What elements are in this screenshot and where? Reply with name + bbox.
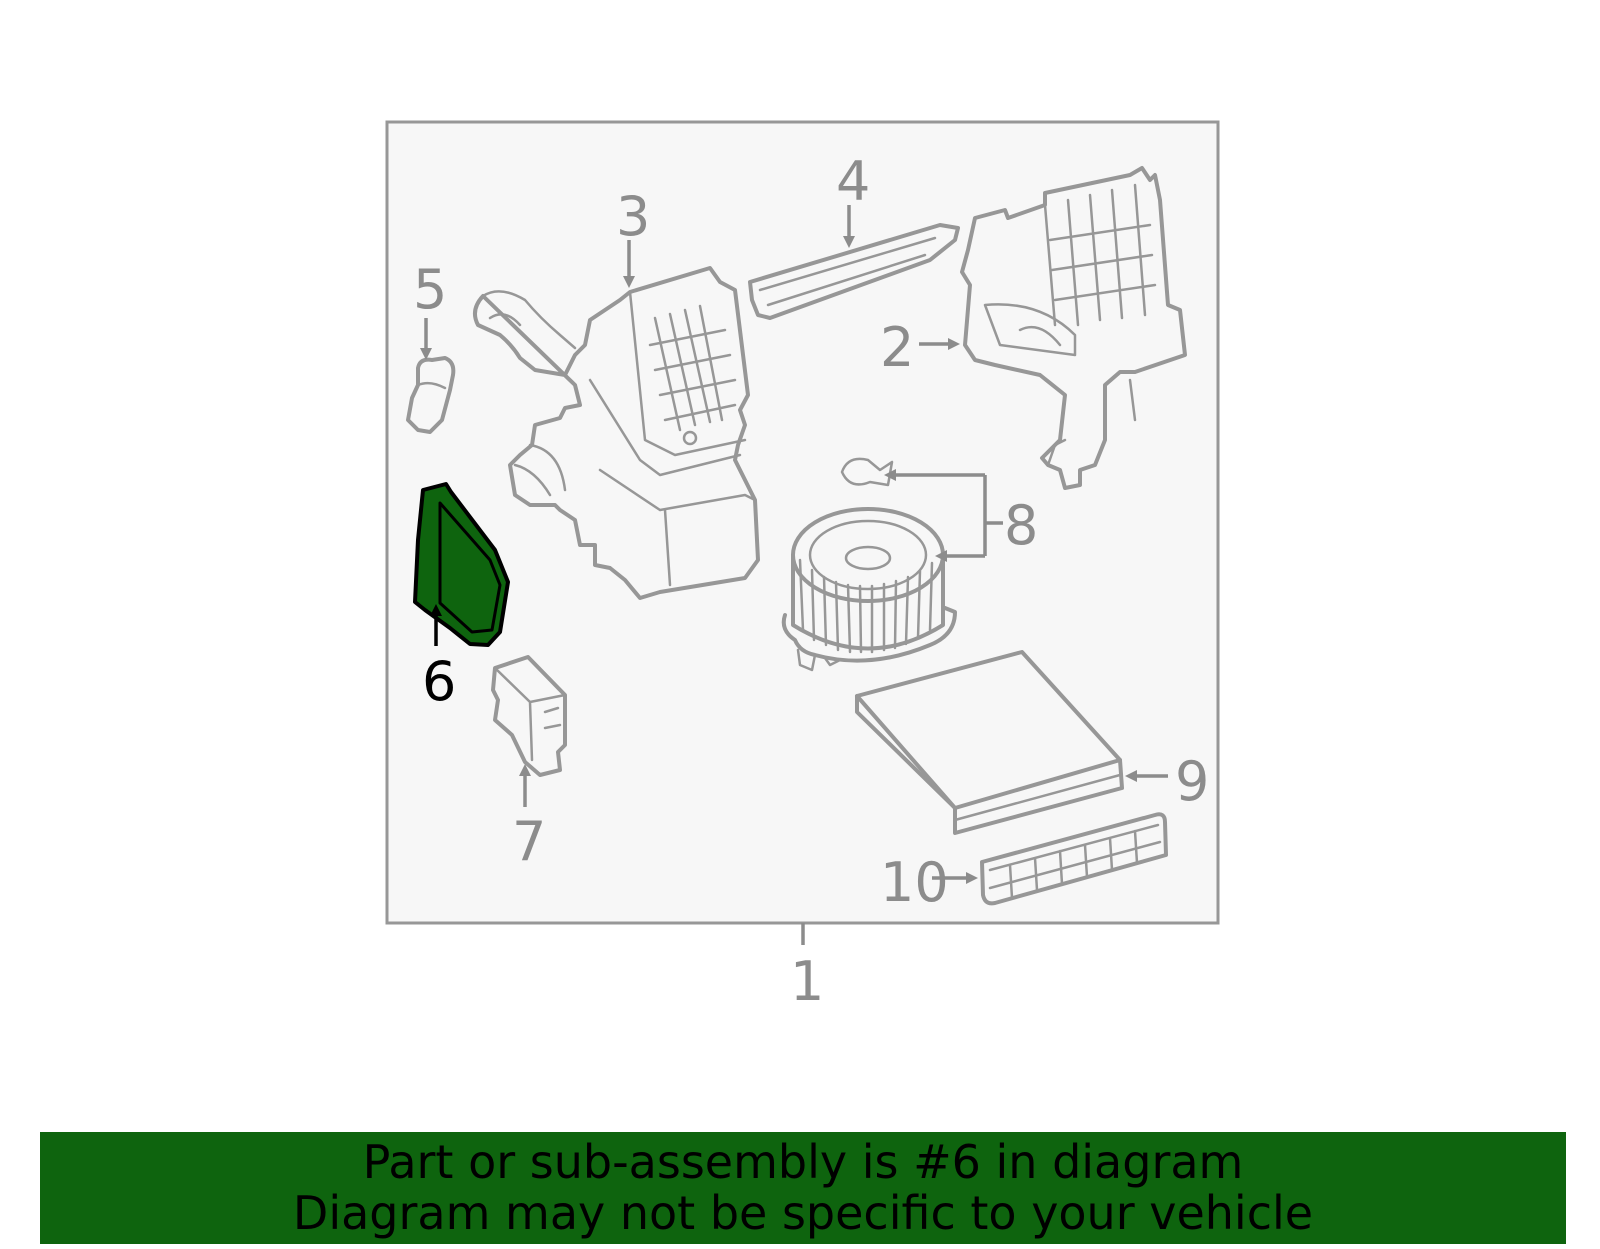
callout-6: 6 <box>422 650 456 713</box>
callout-3: 3 <box>616 185 650 248</box>
part-4-seal-strip[interactable] <box>748 223 960 320</box>
banner-line-disclaimer: Diagram may not be specific to your vehi… <box>292 1186 1314 1240</box>
info-banner: Part or sub-assembly is #6 in diagram Di… <box>40 1132 1566 1244</box>
part-6-filter-cover[interactable] <box>413 482 510 647</box>
part-9-cabin-filter[interactable] <box>855 650 1124 835</box>
callout-2: 2 <box>880 316 914 379</box>
part-7-bracket[interactable] <box>491 655 567 777</box>
callout-9: 9 <box>1175 750 1209 813</box>
callout-5: 5 <box>413 258 447 321</box>
callout-1: 1 <box>790 950 824 1013</box>
part-10-grille[interactable] <box>980 812 1168 906</box>
part-5-actuator[interactable] <box>406 356 456 434</box>
banner-line-part: Part or sub-assembly is #6 in diagram <box>362 1135 1244 1189</box>
callout-7: 7 <box>512 810 546 873</box>
callout-4: 4 <box>836 150 870 213</box>
part-2-case-half[interactable] <box>960 166 1187 490</box>
part-3-evaporator-housing[interactable] <box>472 266 760 600</box>
callout-10: 10 <box>880 851 949 914</box>
callout-8: 8 <box>1004 494 1038 557</box>
part-8-blower-motor[interactable] <box>781 457 957 672</box>
